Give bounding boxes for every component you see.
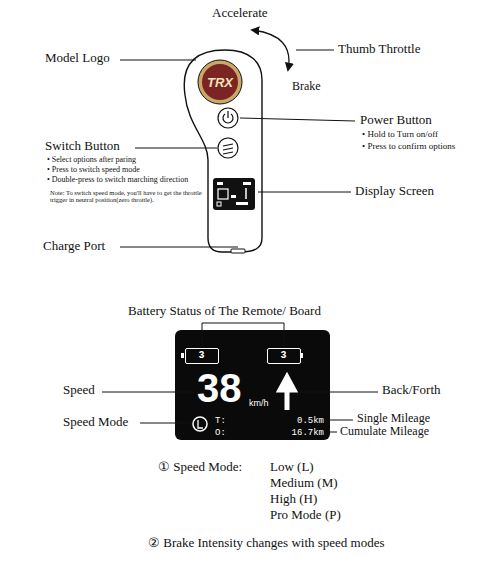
part-label: • Press to confirm options <box>362 141 455 151</box>
part-label: Brake <box>292 80 321 94</box>
throttle-arrow <box>252 30 289 70</box>
part-label: • Hold to Turn on/off <box>362 129 438 139</box>
switch-icon <box>223 144 233 154</box>
part-label: • Press to switch speed mode <box>47 165 140 174</box>
part-label: Power Button <box>360 113 432 128</box>
odo-value: 16.7km <box>292 428 324 438</box>
part-label: Back/Forth <box>382 383 441 398</box>
part-label: Thumb Throttle <box>338 42 420 57</box>
part-label: Switch Button <box>45 139 120 154</box>
part-label: Single Mileage <box>357 412 430 426</box>
battery-tip <box>300 353 303 358</box>
part-label: Low (L) <box>270 460 314 475</box>
small-screen <box>213 178 255 210</box>
trip-key: T: <box>215 416 226 426</box>
trip-value: 0.5km <box>297 416 324 426</box>
part-label: Speed <box>63 383 95 398</box>
part-label: Cumulate Mileage <box>340 425 429 439</box>
battery-level: 3 <box>280 350 286 361</box>
direction-arrow <box>280 377 294 410</box>
part-label: Speed Mode <box>63 415 128 430</box>
part-label: Pro Mode (P) <box>270 508 341 523</box>
display-screen <box>175 330 330 440</box>
switch-button <box>218 138 238 158</box>
part-label: High (H) <box>270 492 317 507</box>
leader-lines <box>102 323 378 432</box>
logo-ring <box>198 60 242 104</box>
speed-unit: km/h <box>249 398 269 408</box>
part-label: Model Logo <box>45 51 110 66</box>
speed-mode-icon <box>193 417 207 431</box>
battery-level: 3 <box>198 350 204 361</box>
part-label: Note: To switch speed mode, you'll have … <box>50 189 202 204</box>
logo-text: TRX <box>207 75 233 90</box>
leader-lines <box>120 50 355 247</box>
charge-port <box>231 249 245 253</box>
part-label: • Double-press to switch marching direct… <box>47 175 188 184</box>
part-label: Accelerate <box>212 6 268 21</box>
battery-tip <box>181 353 184 358</box>
part-label: Charge Port <box>43 239 105 254</box>
model-logo: TRX <box>205 73 235 92</box>
logo-disc <box>202 64 238 100</box>
power-icon <box>227 111 228 118</box>
battery-icon: 3 <box>185 348 219 364</box>
part-label: ① Speed Mode: <box>158 460 242 475</box>
remote-body <box>184 50 262 252</box>
speed-value: 38 <box>197 366 242 411</box>
part-label: • Select options after paring <box>47 155 136 164</box>
part-label: Medium (M) <box>270 476 338 491</box>
part-label: ② Brake Intensity changes with speed mod… <box>148 536 385 551</box>
odo-key: O: <box>215 428 226 438</box>
part-label: Battery Status of The Remote/ Board <box>128 304 321 319</box>
part-label: Display Screen <box>355 184 434 199</box>
battery-icon: 3 <box>267 348 301 364</box>
display-screen: 3 3 38 km/hT: 0.5kmO: 16.7km <box>175 330 330 440</box>
power-button <box>218 108 238 128</box>
